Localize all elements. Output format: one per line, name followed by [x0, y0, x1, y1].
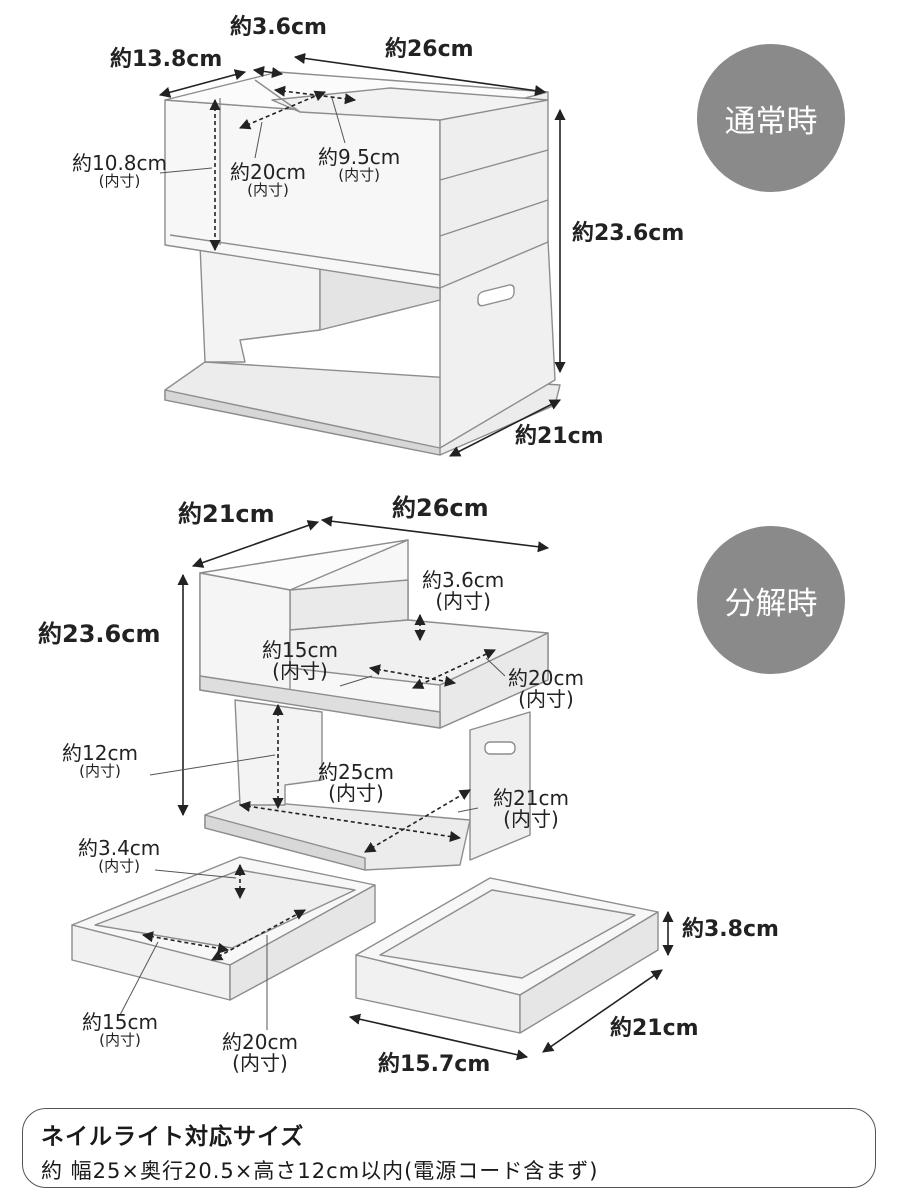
badge-disassembled: 分解時: [697, 526, 845, 674]
label-base-height: 約12cm(内寸): [62, 741, 138, 780]
label-height-bottom: 約23.6cm: [38, 620, 161, 648]
label-base-width: 約25cm(内寸): [318, 760, 394, 805]
top-leader-lines: [159, 97, 346, 174]
tray-a: [71, 856, 376, 1001]
nail-light-size-note: ネイルライト対応サイズ 約 幅25×奥行20.5×高さ12cm以内(電源コード含…: [22, 1108, 876, 1188]
label-tray-a-depth: 約20cm(内寸): [222, 1030, 298, 1075]
label-inner-depth: 約9.5cm(内寸): [318, 145, 401, 184]
label-width-top: 約26cm: [385, 37, 474, 62]
label-tray-b-depth: 約21cm: [610, 1016, 699, 1041]
label-tray-a-height: 約3.4cm(内寸): [78, 836, 161, 875]
label-depth-top: 約21cm: [515, 424, 604, 449]
label-gap: 約3.6cm: [230, 15, 327, 40]
bottom-dimension-lines: [177, 515, 674, 1061]
note-title: ネイルライト対応サイズ: [41, 1124, 305, 1150]
badge-normal: 通常時: [697, 44, 845, 192]
label-depth-outer: 約13.8cm: [110, 47, 223, 72]
tray-b: [355, 877, 659, 1034]
product-illustration: [71, 52, 674, 1061]
label-base-depth: 約21cm(内寸): [493, 786, 569, 831]
label-tray-width: 約15cm(内寸): [262, 638, 338, 683]
label-inner-height: 約10.8cm(内寸): [72, 151, 168, 190]
label-width-bottom: 約26cm: [392, 494, 489, 522]
bottom-leader-lines: [119, 657, 506, 1030]
note-detail: 約 幅25×奥行20.5×高さ12cm以内(電源コード含まず): [41, 1159, 599, 1183]
label-tray-depth: 約20cm(内寸): [508, 666, 584, 711]
label-tray-b-height: 約3.8cm: [682, 917, 779, 942]
label-height-top: 約23.6cm: [572, 221, 685, 246]
label-tray-a-width: 約15cm(内寸): [82, 1010, 158, 1049]
label-inner-width: 約20cm(内寸): [230, 160, 306, 199]
label-step-height: 約3.6cm(内寸): [422, 568, 505, 613]
top-dashed-lines: [209, 85, 357, 252]
label-tray-b-width: 約15.7cm: [378, 1052, 491, 1077]
top-dimension-lines: [158, 52, 566, 457]
label-depth-bottom: 約21cm: [178, 500, 275, 528]
assembled-organizer: [164, 71, 561, 456]
bottom-dashed-lines: [141, 613, 497, 961]
